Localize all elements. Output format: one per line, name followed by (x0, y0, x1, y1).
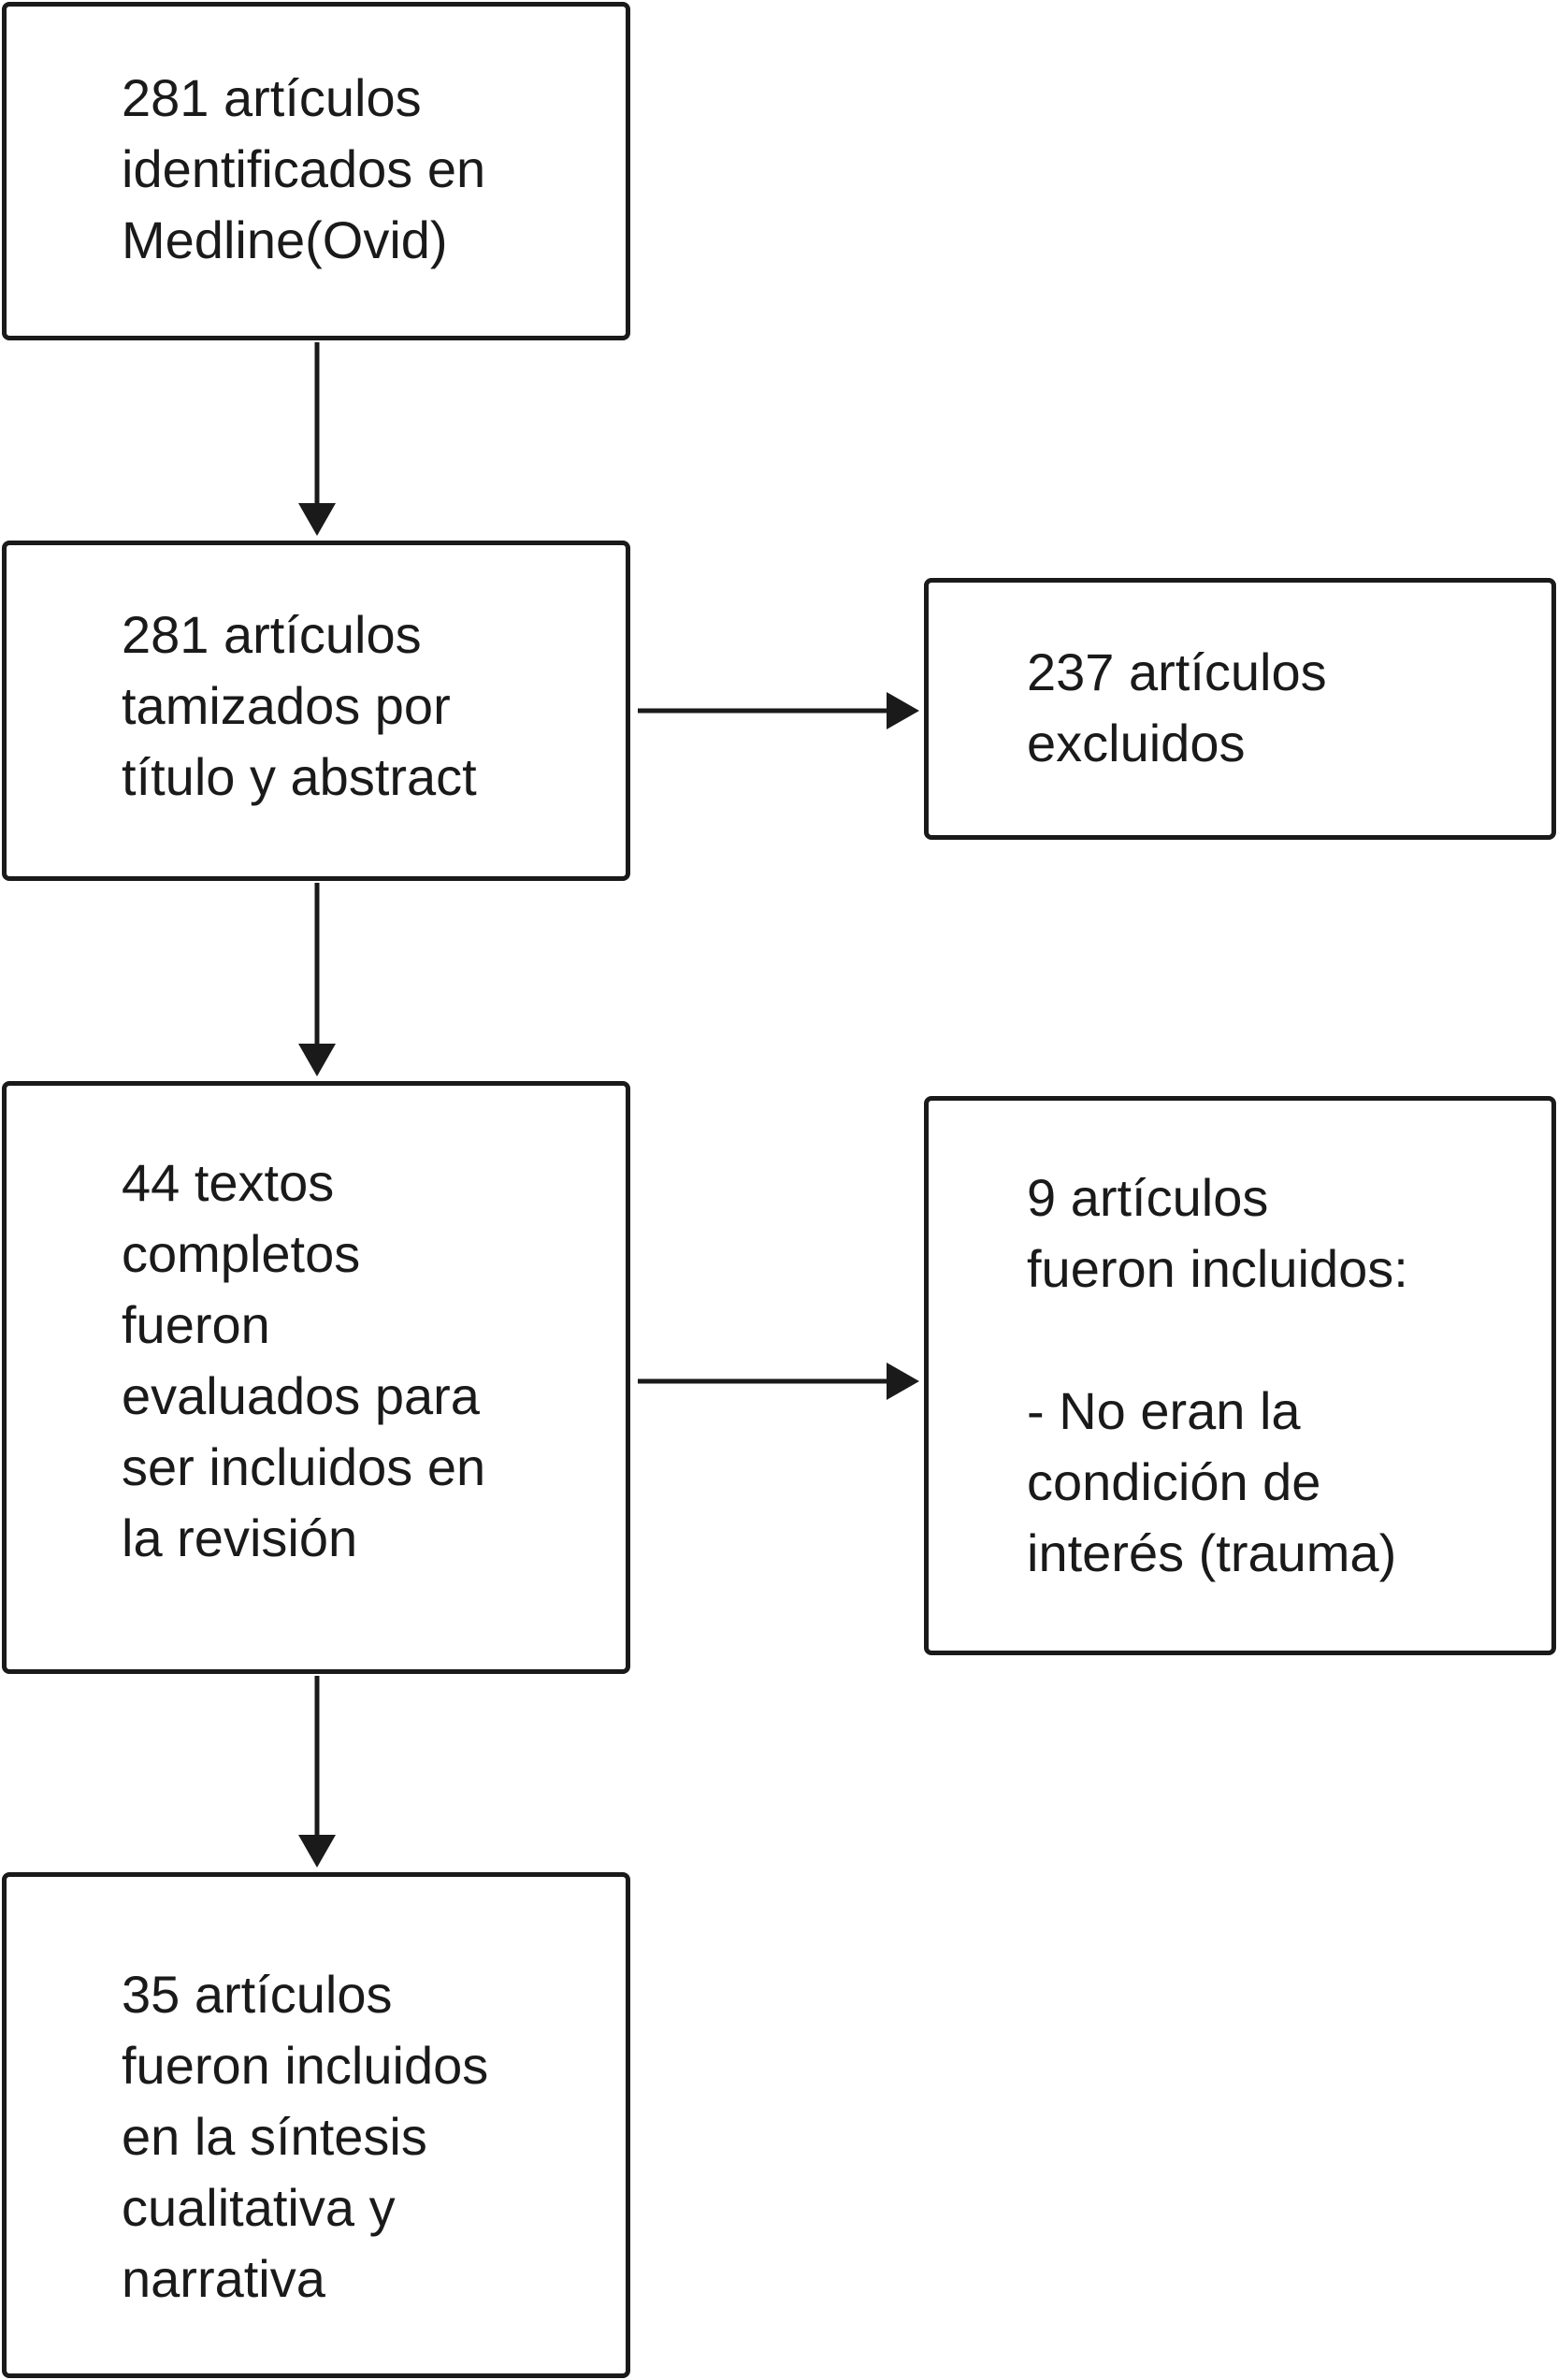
fulltext-excluded-box: 9 artículos fueron incluidos: - No eran … (924, 1096, 1556, 1655)
identified-box: 281 artículos identificados en Medline(O… (2, 2, 630, 340)
identified-text: 281 artículos identificados en Medline(O… (122, 68, 486, 269)
included-text: 35 artículos fueron incluidos en la sínt… (122, 1965, 489, 2308)
excluded-text: 237 artículos excluidos (1027, 642, 1327, 772)
screened-text: 281 artículos tamizados por título y abs… (122, 605, 477, 806)
fulltext-excluded-text: 9 artículos fueron incluidos: - No eran … (1027, 1168, 1408, 1582)
fulltext-box: 44 textos completos fueron evaluados par… (2, 1081, 630, 1674)
fulltext-text: 44 textos completos fueron evaluados par… (122, 1153, 486, 1567)
excluded-box: 237 artículos excluidos (924, 578, 1556, 840)
screened-box: 281 artículos tamizados por título y abs… (2, 541, 630, 881)
included-box: 35 artículos fueron incluidos en la sínt… (2, 1872, 630, 2378)
